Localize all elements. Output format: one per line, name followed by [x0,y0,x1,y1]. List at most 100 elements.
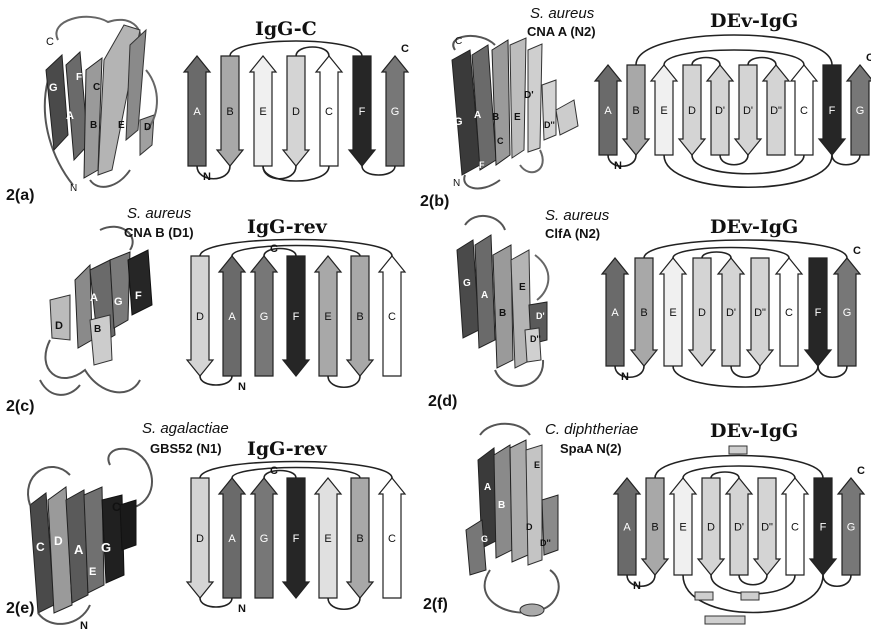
topology-title: DEv-IgG [710,10,798,32]
strand-label: D' [734,522,744,534]
helix-segment [741,592,759,600]
struct-label: C [93,82,100,93]
c-terminus-label: C [270,465,278,477]
strand-label: D [688,105,696,117]
struct-label: D' [536,311,545,321]
topology-diagram-2d: A B E D D' D" C F G N C [595,236,871,396]
struct-label: D [526,522,533,532]
strand-label: C [785,307,793,319]
struct-label: A [474,110,481,121]
struct-label: D [55,320,63,332]
struct-label: C [497,136,504,146]
struct-label: F [135,290,142,302]
strand-label: D" [761,522,773,534]
c-terminus-label: C [857,465,865,477]
topology-diagram-2c: DAGFEBCNC [180,236,425,396]
c-terminus-label: C [401,43,409,55]
strand-label: E [324,311,331,323]
strand-label: C [791,522,799,534]
strand-label: G [260,311,269,323]
strand-label: D [698,307,706,319]
strand-label: D" [754,307,766,319]
strand-label: B [356,311,363,323]
strand-label: F [829,105,836,117]
c-terminus-label: C [853,245,861,257]
struct-label: D' [524,90,534,101]
organism-name: S. aureus [530,5,594,22]
struct-label: A [481,290,488,301]
strand-label: B [356,533,363,545]
struct-label: C [36,540,45,554]
struct-label: F [76,72,82,83]
structure-render-2c [30,220,180,405]
strand-label: D [292,106,300,118]
c-terminus-label: C [270,243,278,255]
strand-label: D' [743,105,753,117]
struct-label: D [144,122,151,133]
structure-render-2e [10,445,175,630]
strand-label: B [640,307,647,319]
strand-label: D' [715,105,725,117]
strand-label: B [632,105,639,117]
struct-label: B [499,308,506,319]
strand-label: F [293,533,300,545]
strand-label: C [388,533,396,545]
strand-label: G [843,307,852,319]
protein-name: GBS52 (N1) [150,441,222,456]
struct-label: N [80,620,88,632]
helix-segment [705,616,745,624]
strand-label: G [260,533,269,545]
strand-label: F [293,311,300,323]
panel-label: 2(c) [6,398,34,416]
struct-label: D [54,534,63,548]
organism-name: S. agalactiae [142,420,229,437]
n-terminus-label: N [238,603,246,615]
struct-label: N [70,183,77,194]
helix-segment [729,446,747,454]
topology-title: DEv-IgG [710,420,798,442]
strand-label: G [856,105,865,117]
strand-label: B [226,106,233,118]
strand-label: A [604,105,612,117]
strand-label: E [324,533,331,545]
topology-title: DEv-IgG [710,216,798,238]
c-terminus-label: C [866,52,871,64]
panel-label: 2(a) [6,187,34,205]
strand-label: F [815,307,822,319]
protein-name: ClfA (N2) [545,226,600,241]
struct-label: B [94,324,101,335]
strand-label: A [623,522,631,534]
panel-label: 2(d) [428,393,457,411]
organism-name: C. diphtheriae [545,421,638,438]
struct-label: B [90,120,97,131]
struct-label: A [90,292,98,304]
struct-label: A [74,542,83,557]
struct-label: D'' [530,334,541,344]
n-terminus-label: N [621,371,629,383]
strand-label: D' [726,307,736,319]
topology-diagram-2b: ABEDD'D'D"CFGNC [588,30,871,200]
struct-label: B [492,112,499,123]
strand-label: A [611,307,619,319]
struct-label: C [46,36,54,48]
panel-label: 2(f) [423,596,448,614]
struct-label: D' [562,514,571,524]
struct-label: E [534,460,540,470]
struct-label: G [49,82,58,94]
protein-name: CNA A (N2) [527,24,596,39]
strand-label: F [359,106,366,118]
struct-label: E [89,566,96,578]
organism-name: S. aureus [127,205,191,222]
n-terminus-label: N [203,171,211,183]
strand-label: E [669,307,676,319]
strand-label: A [193,106,201,118]
strand-label: D [196,533,204,545]
struct-label: C [455,36,462,47]
struct-label: A [66,110,74,122]
n-terminus-label: N [633,580,641,592]
struct-label: E [118,120,125,131]
strand-label: D [707,522,715,534]
